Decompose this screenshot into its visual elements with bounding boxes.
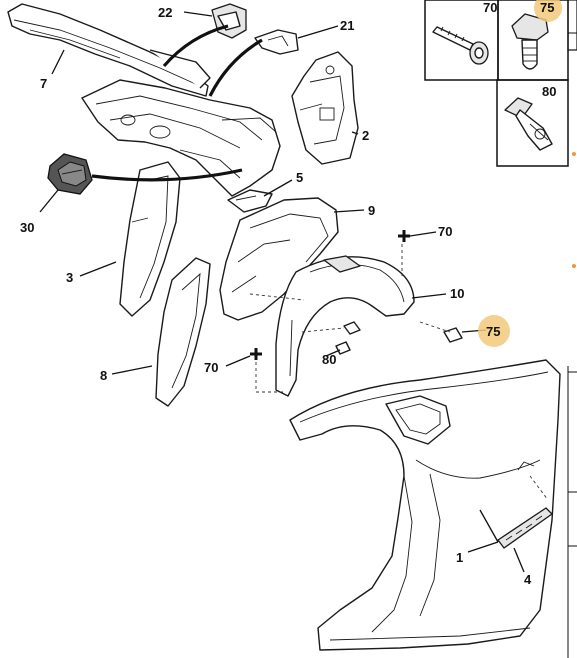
part-8-pillar: [155, 257, 211, 407]
callout-10: 10: [450, 286, 464, 301]
rivet-label: 80: [542, 84, 556, 99]
part-1-quarter-panel: [289, 359, 561, 651]
rivet-icon: [504, 97, 553, 151]
fastener-legend: 70 75 80: [424, 0, 577, 658]
callout-70-bottom: 70: [204, 360, 218, 375]
clip-label: 75: [540, 0, 554, 15]
screw-icon: [432, 26, 489, 65]
pointer-curves: [91, 24, 263, 182]
part-21-bracket: [254, 29, 299, 55]
callout-75: 75: [486, 324, 500, 339]
part-2-panel: [291, 51, 359, 165]
callout-3: 3: [66, 270, 73, 285]
clip-icon: [511, 13, 549, 70]
clip-positions: [335, 321, 463, 355]
leader-lines: [39, 11, 525, 573]
guide-lines: [249, 244, 451, 393]
callout-70-top: 70: [438, 224, 452, 239]
clip-highlight: [534, 0, 562, 22]
screw-label: 70: [483, 0, 497, 15]
part-5-plate: [227, 189, 273, 213]
callout-1: 1: [456, 550, 463, 565]
part-4-trim-strip: [497, 475, 553, 549]
part-3-pillar: [119, 161, 181, 317]
callout-4: 4: [524, 572, 532, 587]
callout-5: 5: [296, 170, 303, 185]
screw-markers: [250, 230, 410, 360]
callout-8: 8: [100, 368, 107, 383]
callout-22: 22: [158, 5, 172, 20]
part-22-bracket: [211, 3, 247, 39]
callout-2: 2: [362, 128, 369, 143]
callout-7: 7: [40, 76, 47, 91]
callout-80: 80: [322, 352, 336, 367]
part-30-block: [47, 153, 93, 195]
inner-structure-assembly: [81, 79, 281, 197]
callout-30: 30: [20, 220, 34, 235]
callout-75-highlight: [478, 315, 510, 347]
part-7-upper-rail: [7, 3, 211, 97]
callout-9: 9: [368, 203, 375, 218]
callout-21: 21: [340, 18, 354, 33]
part-10-wheel-liner: [275, 255, 415, 397]
